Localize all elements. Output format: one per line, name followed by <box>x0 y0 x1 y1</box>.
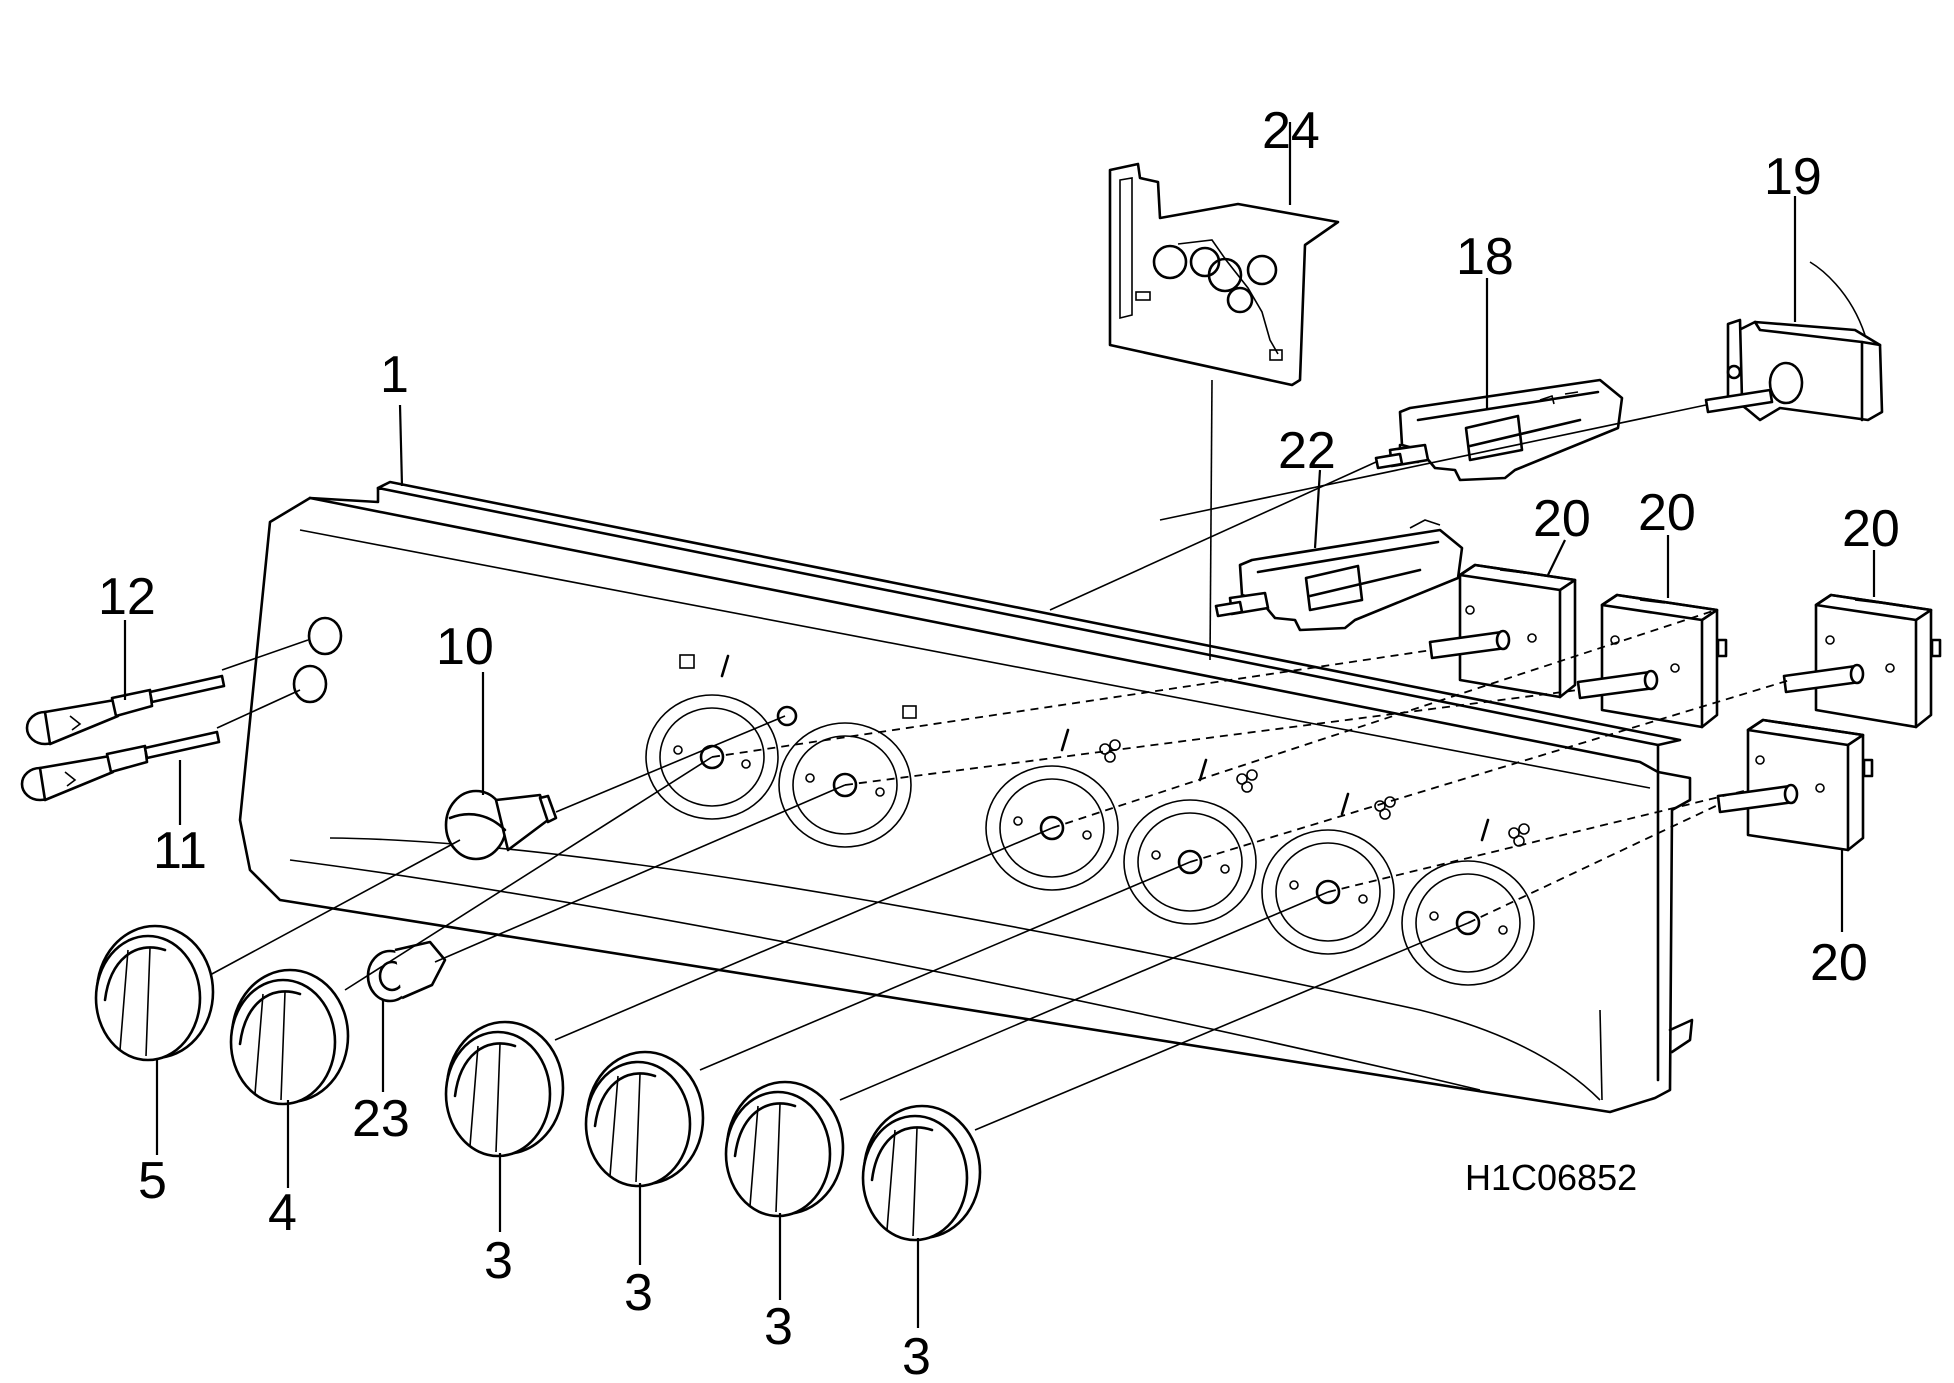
callout-18: 18 <box>1456 228 1514 286</box>
callout-19: 19 <box>1764 148 1822 206</box>
switch-box-20-3 <box>1782 593 1942 729</box>
callout-24: 24 <box>1262 102 1320 160</box>
callout-1: 1 <box>380 346 409 404</box>
callout-23: 23 <box>352 1090 410 1148</box>
callout-3-b: 3 <box>624 1264 653 1322</box>
lamp-part-12 <box>25 674 226 746</box>
callout-20-b: 20 <box>1638 484 1696 542</box>
dial-ring-5 <box>1261 829 1395 955</box>
knob-part-3-4 <box>861 1104 982 1242</box>
callout-20-a: 20 <box>1533 490 1591 548</box>
lamp-part-11 <box>20 730 221 802</box>
callout-3-d: 3 <box>902 1328 931 1383</box>
callout-12: 12 <box>98 568 156 626</box>
lamp-holder-part-23 <box>366 940 447 1003</box>
control-panel <box>238 480 1694 1114</box>
callout-5: 5 <box>138 1152 167 1210</box>
callout-22: 22 <box>1278 422 1336 480</box>
knob-part-5 <box>94 924 215 1062</box>
dial-ring-2 <box>778 722 912 848</box>
bracket-part-24 <box>1108 162 1340 387</box>
knob-part-3-2 <box>584 1050 705 1188</box>
knob-part-4 <box>229 968 350 1106</box>
thermostat-part-19 <box>1704 261 1884 422</box>
callout-leaders <box>123 122 1876 1328</box>
dial-ring-3 <box>985 765 1119 891</box>
timer-knob-part-10 <box>444 789 558 861</box>
lamp-holes <box>292 616 798 727</box>
callout-20-d: 20 <box>1810 934 1868 992</box>
callout-4: 4 <box>268 1184 297 1242</box>
dial-ring-6 <box>1401 860 1535 986</box>
drawing-code: H1C06852 <box>1465 1157 1637 1198</box>
switch-part-22 <box>1214 519 1464 632</box>
switch-box-20-1 <box>1428 563 1577 699</box>
callout-3-c: 3 <box>764 1298 793 1356</box>
switch-part-18 <box>1374 378 1624 482</box>
callout-3-a: 3 <box>484 1232 513 1290</box>
callout-labels: 1 24 19 18 22 20 20 20 20 12 11 10 5 4 2… <box>98 102 1900 1383</box>
callout-11: 11 <box>153 822 207 880</box>
explosion-lines <box>209 379 1791 1131</box>
knob-part-3-1 <box>444 1020 565 1158</box>
panel-symbols <box>679 654 1530 847</box>
callout-10: 10 <box>436 618 494 676</box>
knob-part-3-3 <box>724 1080 845 1218</box>
callout-20-c: 20 <box>1842 500 1900 558</box>
dial-ring-4 <box>1123 799 1257 925</box>
switch-box-20-2 <box>1576 593 1728 729</box>
switch-box-20-4 <box>1716 718 1874 852</box>
